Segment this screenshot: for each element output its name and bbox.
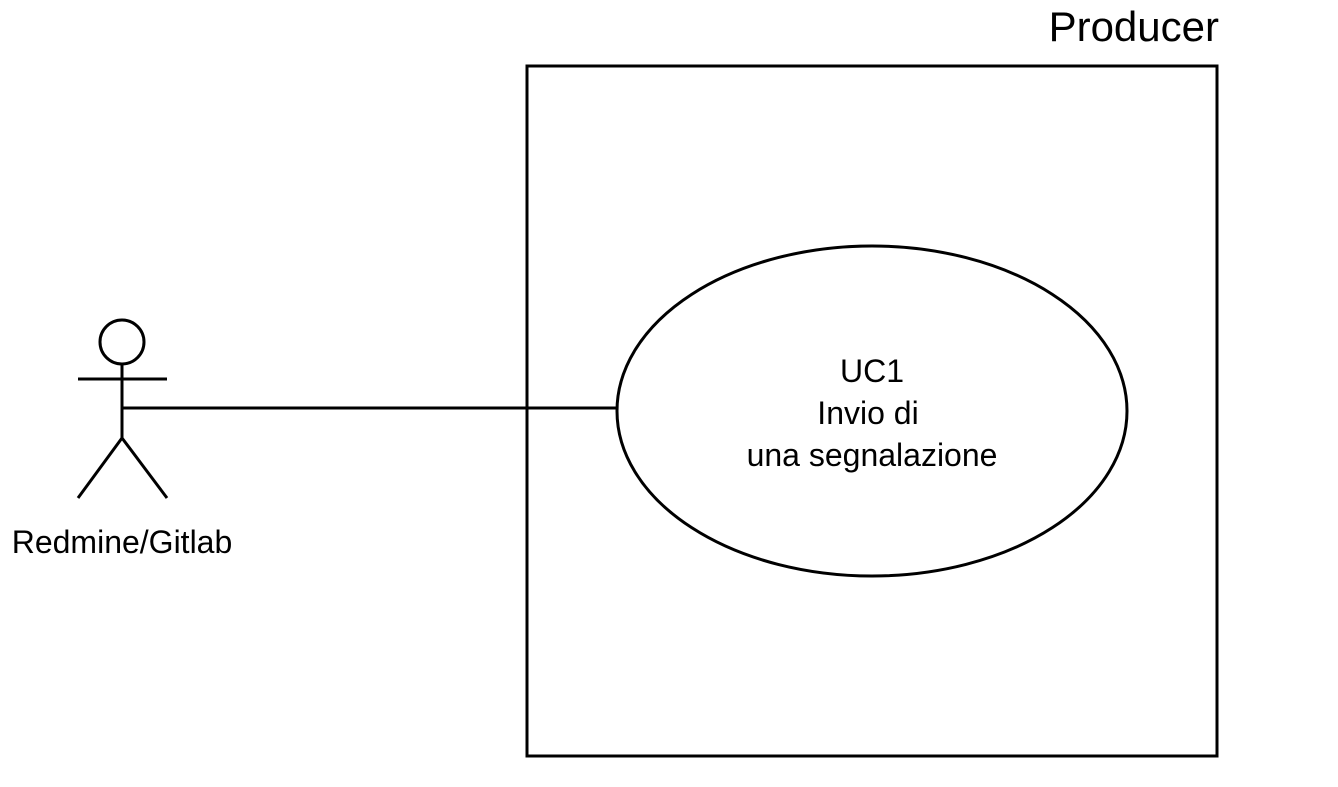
use-case-line-1: Invio di <box>817 395 918 431</box>
use-case-id: UC1 <box>840 353 904 389</box>
use-case-line-2: una segnalazione <box>747 437 998 473</box>
actor-head <box>98 318 146 366</box>
actor-figure <box>76 318 169 499</box>
system-boundary <box>525 64 1219 758</box>
actor-left-leg <box>76 437 124 499</box>
actor-label: Redmine/Gitlab <box>12 524 233 560</box>
use-case-ellipse <box>615 244 1129 578</box>
actor-right-leg <box>120 437 169 499</box>
system-title: Producer <box>1049 3 1219 50</box>
